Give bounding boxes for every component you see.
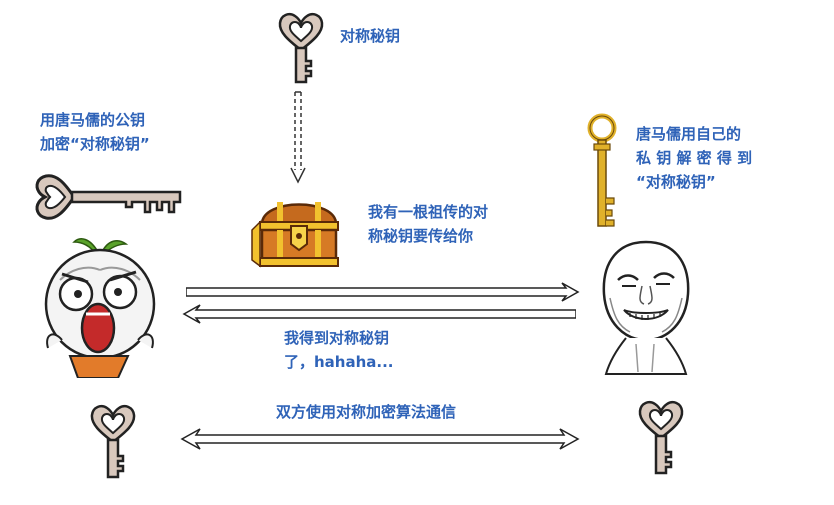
chest-text-line2: 称秘钥要传给你 xyxy=(368,227,474,245)
right-text: 唐马儒用自己的 私 钥 解 密 得 到 “对称秘钥” xyxy=(636,122,752,194)
bottom-right-key-icon xyxy=(636,398,686,476)
got-key-line2: 了，hahaha... xyxy=(284,353,394,371)
right-text-line1: 唐马儒用自己的 xyxy=(636,125,742,143)
left-text-line1: 用唐马儒的公钥 xyxy=(40,111,146,129)
bald-man-face-icon xyxy=(596,236,696,376)
bottom-left-key-icon xyxy=(88,402,138,480)
dashed-down-arrow xyxy=(288,90,308,185)
chest-text-line1: 我有一根祖传的对 xyxy=(368,203,489,221)
left-text-line2: 加密“对称秘钥” xyxy=(40,135,150,153)
top-key-icon xyxy=(276,10,326,85)
double-arrow xyxy=(180,428,580,450)
horizontal-key-icon xyxy=(34,172,184,222)
got-key-text: 我得到对称秘钥 了，hahaha... xyxy=(284,326,394,374)
chest-text: 我有一根祖传的对 称秘钥要传给你 xyxy=(368,200,488,248)
left-text: 用唐马儒的公钥 加密“对称秘钥” xyxy=(40,108,150,156)
treasure-chest-icon xyxy=(250,188,348,270)
top-key-label: 对称秘钥 xyxy=(340,27,401,45)
right-text-line3: “对称秘钥” xyxy=(636,173,716,191)
arrow-to-right xyxy=(186,282,580,302)
bottom-text: 双方使用对称加密算法通信 xyxy=(276,403,457,421)
radish-face-icon xyxy=(40,230,160,378)
arrow-to-left xyxy=(182,304,576,324)
got-key-line1: 我得到对称秘钥 xyxy=(284,329,390,347)
right-text-line2: 私 钥 解 密 得 到 xyxy=(636,149,753,167)
gold-key-icon xyxy=(584,112,620,230)
